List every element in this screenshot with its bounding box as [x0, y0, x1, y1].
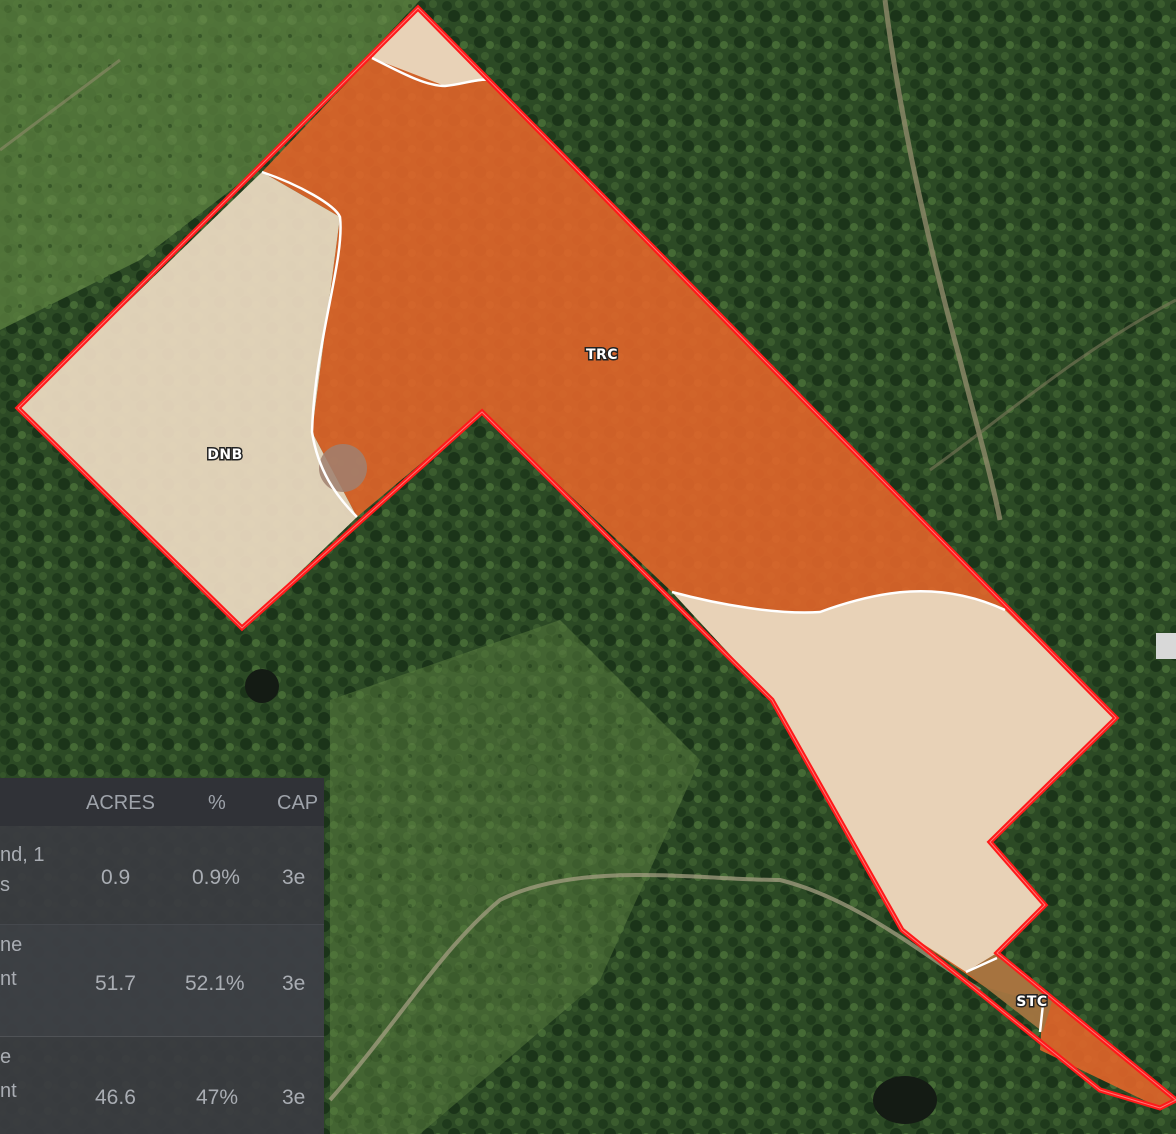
unit-boundary-west: [261, 170, 358, 518]
header-acres: ACRES: [86, 792, 155, 814]
pond: [245, 669, 279, 703]
row-acres: 46.6: [95, 1086, 136, 1109]
row-name-line: ne: [0, 934, 23, 956]
row-name-line: nd, 1: [0, 844, 45, 866]
row-cap: 3e: [282, 1086, 306, 1109]
row-percent: 52.1%: [185, 972, 245, 995]
pond-south: [873, 1076, 937, 1124]
table-header: ACRES % CAP: [0, 778, 324, 826]
soil-summary-table: ACRES % CAP nd, 1 s 0.9 0.9% 3e ne nt 51…: [0, 778, 324, 1134]
row-percent: 47%: [196, 1086, 239, 1109]
unit-boundary-stc: [965, 956, 1045, 1033]
dirt-road-south: [328, 873, 982, 1102]
row-name-line: nt: [0, 1080, 17, 1102]
soil-unit-dnb-east[interactable]: [672, 591, 1116, 972]
dirt-road: [882, 0, 1003, 521]
map-label-trc: TRC: [586, 347, 618, 363]
table-row[interactable]: ne nt 51.7 52.1% 3e: [0, 924, 324, 1036]
pasture-area: [0, 0, 420, 330]
row-acres: 51.7: [95, 972, 136, 995]
dirt-road-east: [929, 298, 1176, 472]
table-row[interactable]: nd, 1 s 0.9 0.9% 3e: [0, 826, 324, 924]
dirt-road-west: [0, 58, 121, 152]
map-label-stc: STC: [1016, 994, 1047, 1010]
header-percent: %: [208, 792, 226, 814]
unit-boundary-north: [371, 56, 491, 88]
row-name-line: e: [0, 1046, 12, 1068]
table-row[interactable]: e nt 46.6 47% 3e: [0, 1036, 324, 1134]
property-boundary-inner: [17, 7, 1176, 1109]
row-cap: 3e: [282, 972, 306, 995]
row-acres: 0.9: [101, 866, 131, 889]
soil-unit-dnb-west[interactable]: [18, 172, 357, 628]
building: [1156, 633, 1176, 659]
unit-boundary-east: [671, 590, 1006, 614]
row-cap: 3e: [282, 866, 306, 889]
row-percent: 0.9%: [192, 866, 240, 889]
map-label-dnb: DNB: [207, 447, 243, 463]
row-name-line: nt: [0, 968, 17, 990]
soil-inclusion[interactable]: [319, 444, 367, 492]
header-cap: CAP: [277, 792, 319, 814]
row-name-line: s: [0, 874, 10, 896]
soil-unit-stc[interactable]: [966, 953, 1053, 1032]
pasture-area-south: [330, 620, 700, 1134]
row-divider: [0, 1036, 324, 1037]
